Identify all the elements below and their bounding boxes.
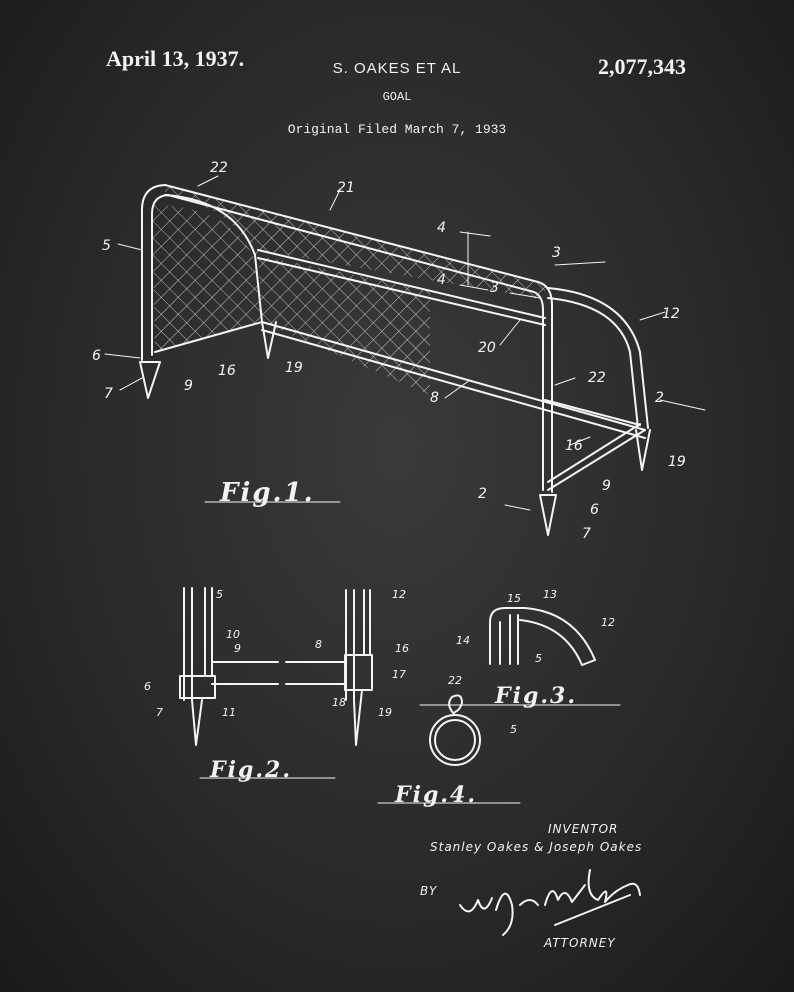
ref2-6: 6 (144, 680, 151, 693)
right-side-support-inner (547, 297, 639, 429)
figure-2-label: Fig.2. (210, 757, 292, 783)
right-rear-bar (544, 399, 641, 426)
stake-front-right (539, 494, 557, 536)
ref2-7: 7 (156, 706, 163, 719)
ref-2-bottom: 2 (478, 486, 487, 502)
section-2-arrows (504, 399, 706, 511)
figure-1-drawing: 22 21 4 4 3 3 5 12 6 9 7 16 19 20 8 22 2… (92, 160, 706, 542)
stake-front-left (139, 361, 161, 399)
ref-19-right: 19 (668, 454, 686, 470)
ref-9-left: 9 (184, 378, 193, 394)
tube-end (581, 659, 596, 666)
section-4-arrows (459, 231, 491, 291)
ref-7-left: 7 (104, 386, 113, 402)
figure-2-drawing: 5 10 9 6 7 11 12 8 16 17 18 19 (144, 587, 409, 746)
ref-16-left: 16 (218, 363, 236, 379)
ref-8: 8 (430, 390, 439, 406)
inventor-names: Stanley Oakes & Joseph Oakes (430, 840, 643, 854)
ref4-5: 5 (510, 723, 517, 736)
ring-inner (434, 719, 476, 761)
ref2-18: 18 (332, 696, 346, 709)
attorney-label: ATTORNEY (544, 936, 616, 950)
ref2-11: 11 (222, 706, 236, 719)
filing-date: Original Filed March 7, 1933 (287, 122, 507, 137)
figure-4-label: Fig.4. (395, 782, 477, 808)
inventor-heading: INVENTOR (548, 822, 619, 836)
left-foot-block (179, 675, 216, 699)
rear-bar-upper-2 (257, 257, 546, 326)
by-label: BY (420, 884, 438, 898)
right-post-section (345, 589, 371, 701)
ring-outer (429, 714, 481, 766)
front-frame-outer (141, 184, 553, 493)
ref-9-right: 9 (602, 478, 611, 494)
ref3-5: 5 (535, 652, 542, 665)
figure-4-drawing: 22 5 (429, 674, 517, 766)
right-foot-block (344, 654, 373, 691)
stake-rear-left (261, 321, 277, 359)
left-side-support (164, 194, 263, 323)
ref-3-top: 3 (552, 245, 561, 261)
ref-6-left: 6 (92, 348, 101, 364)
figure-underlines (199, 501, 621, 804)
left-stake-section (191, 699, 203, 746)
inventor-header: S. OAKES ET AL (332, 60, 462, 77)
ref-19-left: 19 (285, 360, 303, 376)
right-stake-section (353, 689, 363, 746)
ref-5: 5 (102, 238, 111, 254)
attorney-signature (459, 869, 641, 936)
right-side-support-outer (547, 287, 649, 429)
ref-20: 20 (478, 340, 496, 356)
ref2-10: 10 (226, 628, 240, 641)
figure-3-drawing: 15 13 12 14 5 (456, 588, 615, 666)
ground-bar-rear-2 (261, 329, 646, 439)
front-frame-inner (151, 194, 544, 491)
post-top-section (489, 614, 519, 665)
left-post-section (183, 587, 213, 701)
ref-6-right: 6 (590, 502, 599, 518)
ref4-22: 22 (448, 674, 462, 687)
stake-rear-right (635, 429, 651, 471)
ref-4-bottom: 4 (437, 272, 446, 288)
ref2-19: 19 (378, 706, 392, 719)
patent-date: April 13, 1937. (106, 46, 245, 71)
ref-16-right: 16 (565, 438, 583, 454)
ref2-16: 16 (395, 642, 409, 655)
ref3-15: 15 (507, 592, 521, 605)
ref2-12: 12 (392, 588, 406, 601)
ref3-12: 12 (601, 616, 615, 629)
patent-number: 2,077,343 (598, 54, 686, 79)
ref3-14: 14 (456, 634, 470, 647)
ref-22-right: 22 (588, 370, 606, 386)
patent-title: GOAL (382, 90, 412, 104)
ref2-17: 17 (392, 668, 406, 681)
curved-tube (489, 607, 596, 666)
ref3-13: 13 (543, 588, 557, 601)
ground-bar-right (547, 429, 646, 491)
section-3-arrows (509, 261, 606, 299)
ref-2-right: 2 (655, 390, 664, 406)
figure-1-label: Fig.1. (220, 478, 315, 508)
rear-bar-upper (257, 249, 546, 319)
ref-3-bottom: 3 (490, 280, 499, 296)
ref-22-top: 22 (210, 160, 228, 176)
ref2-5: 5 (216, 588, 223, 601)
ref-12: 12 (662, 306, 680, 322)
ref-7-right: 7 (582, 526, 591, 542)
right-bar-stub (285, 661, 346, 685)
ref-21: 21 (337, 180, 355, 196)
ref2-8: 8 (315, 638, 322, 651)
ref-4-top: 4 (437, 220, 446, 236)
figure-3-label: Fig.3. (495, 683, 577, 709)
ground-bar-right-2 (547, 423, 641, 483)
left-bar-stub (211, 661, 279, 685)
ref2-9: 9 (234, 642, 241, 655)
